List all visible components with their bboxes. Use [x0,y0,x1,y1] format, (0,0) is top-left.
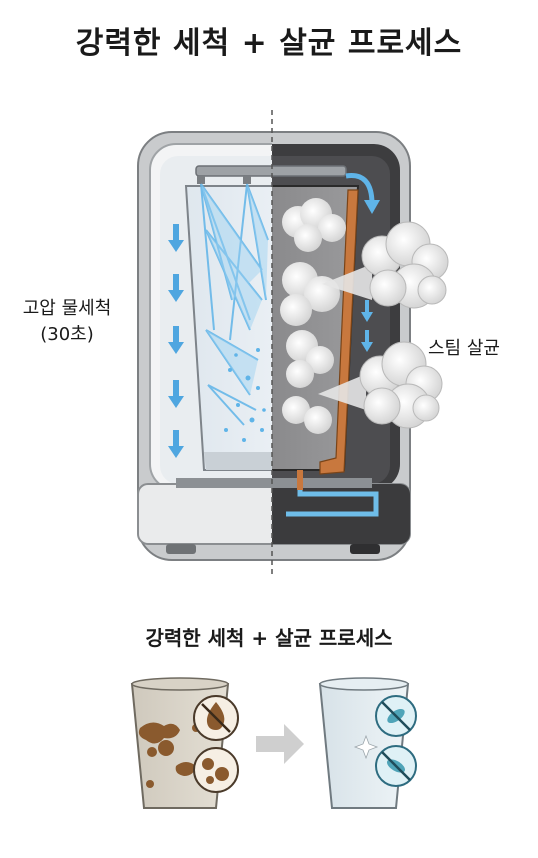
water-flow-arrows [168,224,184,458]
steam-clouds-inner [280,198,346,434]
germ-free-icon [375,695,417,737]
page-title: 강력한 세척 + 살균 프로세스 [75,26,463,61]
sanitizer-machine [137,110,411,574]
steam-flow-arrows [361,300,373,352]
section-subtitle: 강력한 세척 + 살균 프로세스 [145,626,393,650]
germ-icon [193,747,239,793]
clean-cup [318,677,417,809]
steam-clouds-outer [318,221,449,429]
germ-free-icon-2 [375,745,417,787]
steam-sterilize-label: 스팀 살균 [428,338,500,359]
water-jets [200,183,269,426]
steam-curl-arrow [345,173,375,205]
stain-prohibited-icon [193,695,239,741]
water-droplets [224,348,266,442]
dirty-cup [130,677,239,809]
wash-label-line1: 고압 물세척 [22,298,112,319]
high-pressure-wash-label: 고압 물세척 (30초) [18,296,116,348]
water-spray-fill [201,184,268,395]
arrow-right-icon [256,724,304,764]
wash-label-line2: (30초) [40,324,94,345]
